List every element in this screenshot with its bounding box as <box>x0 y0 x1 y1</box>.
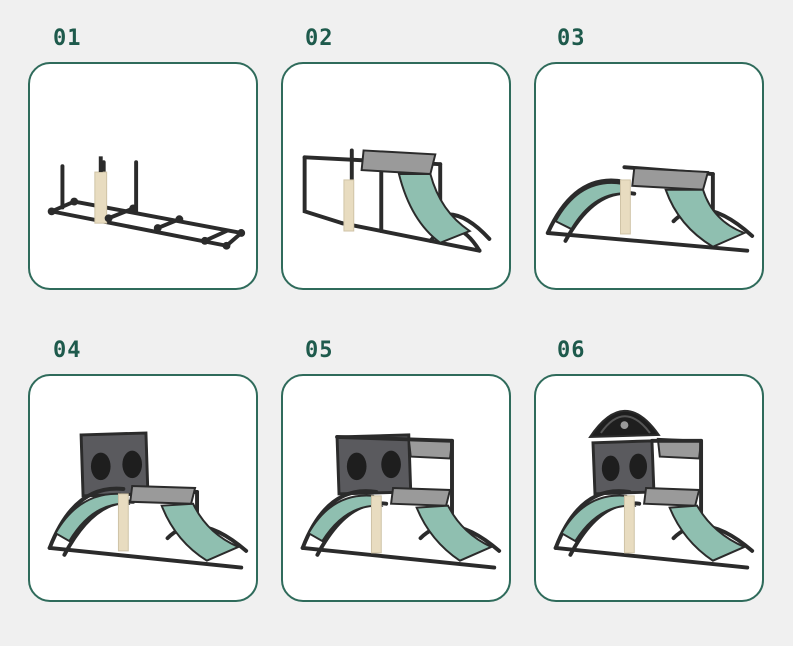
step-label-06: 06 <box>557 338 586 363</box>
step-label-05: 05 <box>305 338 334 363</box>
step-panel-04 <box>28 374 258 602</box>
assembly-image-01 <box>47 156 246 250</box>
step-panel-01 <box>28 62 258 290</box>
step-panel-06 <box>534 374 764 602</box>
assembly-image-04 <box>47 431 249 570</box>
step-label-03: 03 <box>557 26 586 51</box>
assembly-image-06 <box>553 410 755 570</box>
step-panel-03 <box>534 62 764 290</box>
assembly-image-02 <box>302 148 492 253</box>
assembly-image-05 <box>300 433 502 570</box>
step-label-01: 01 <box>53 26 82 51</box>
step-label-02: 02 <box>305 26 334 51</box>
step-panel-02 <box>281 62 511 290</box>
step-label-04: 04 <box>53 338 82 363</box>
step-panel-05 <box>281 374 511 602</box>
assembly-image-03 <box>545 165 755 253</box>
